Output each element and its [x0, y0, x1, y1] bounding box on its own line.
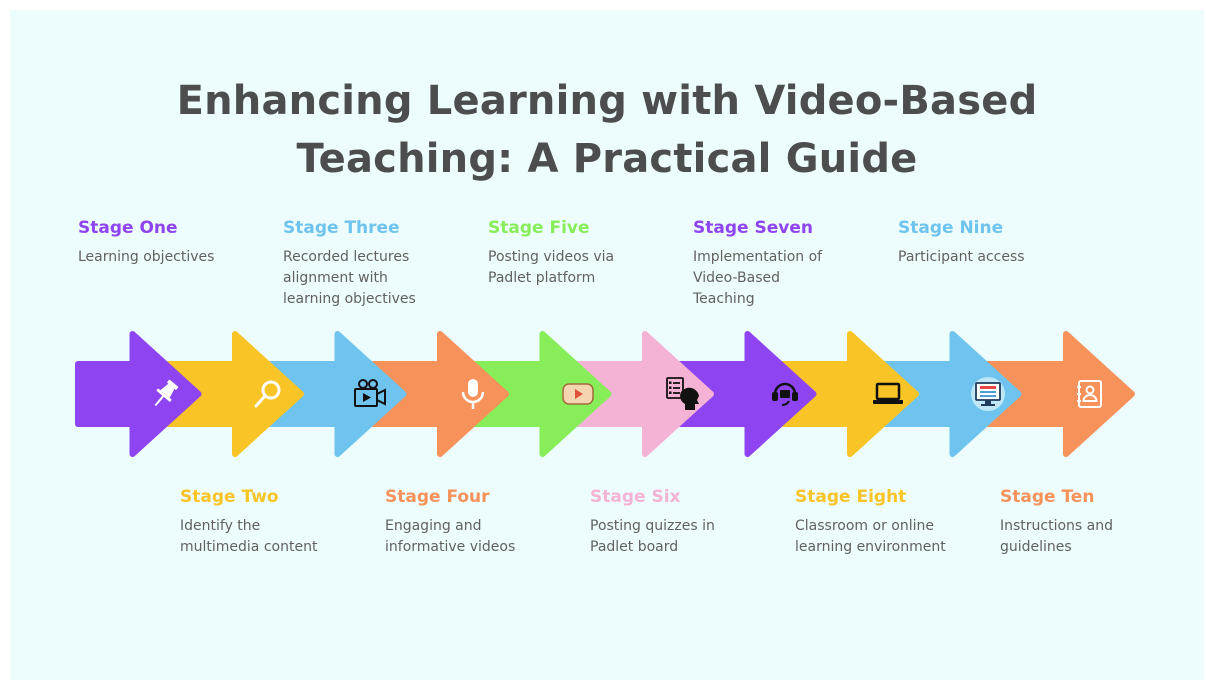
stage-name: Stage Three: [283, 218, 400, 238]
stage-ten-arrow: [977, 331, 1135, 457]
microphone-icon: [461, 379, 485, 409]
page-title: Enhancing Learning with Video-Based Teac…: [10, 72, 1204, 188]
stage-two-label: Stage Two Identify the multimedia conten…: [180, 486, 330, 558]
stage-two-arrow: [157, 331, 304, 457]
stage-eight-label: Stage Eight Classroom or online learning…: [795, 486, 955, 558]
stage-six-label: Stage Six Posting quizzes in Padlet boar…: [590, 486, 740, 558]
stage-desc: Recorded lectures alignment with learnin…: [283, 249, 416, 307]
stage-ten-label: Stage Ten Instructions and guidelines: [1000, 486, 1150, 558]
stage-eight-arrow: [772, 331, 919, 457]
stage-desc: Identify the multimedia content: [180, 518, 318, 555]
stage-desc: Engaging and informative videos: [385, 518, 516, 555]
stage-four-label: Stage Four Engaging and informative vide…: [385, 486, 535, 558]
arrow-timeline: [75, 331, 1135, 457]
stage-six-arrow: [567, 331, 714, 457]
stage-seven-arrow: [670, 331, 817, 457]
title-line-1: Enhancing Learning with Video-Based: [176, 78, 1038, 124]
pushpin-icon: [154, 379, 179, 407]
stage-one-arrow: [75, 331, 202, 457]
stage-five-label: Stage Five Posting videos via Padlet pla…: [488, 217, 628, 289]
stage-name: Stage One: [78, 218, 178, 238]
headset-icon: [772, 382, 798, 406]
stage-name: Stage Seven: [693, 218, 813, 238]
stage-name: Stage Ten: [1000, 487, 1095, 507]
stage-name: Stage Two: [180, 487, 279, 507]
stage-nine-arrow: [875, 331, 1022, 457]
stage-nine-label: Stage Nine Participant access: [898, 217, 1088, 268]
video-camera-icon: [354, 379, 386, 407]
stage-desc: Implementation of Video-Based Teaching: [693, 249, 823, 307]
stage-one-label: Stage One Learning objectives: [78, 217, 268, 268]
stage-name: Stage Nine: [898, 218, 1004, 238]
stage-three-label: Stage Three Recorded lectures alignment …: [283, 217, 423, 310]
title-line-2: Teaching: A Practical Guide: [296, 136, 918, 182]
stage-seven-label: Stage Seven Implementation of Video-Base…: [693, 217, 833, 310]
play-button-icon: [562, 383, 594, 405]
stage-name: Stage Five: [488, 218, 590, 238]
laptop-icon: [873, 382, 903, 404]
stage-desc: Classroom or online learning environment: [795, 518, 946, 555]
stage-desc: Learning objectives: [78, 249, 215, 265]
quiz-head-icon: [666, 377, 699, 410]
stage-five-arrow: [465, 331, 612, 457]
stage-four-arrow: [362, 331, 509, 457]
stage-name: Stage Four: [385, 487, 490, 507]
stage-three-arrow: [260, 331, 407, 457]
stage-desc: Posting quizzes in Padlet board: [590, 518, 715, 555]
stage-desc: Posting videos via Padlet platform: [488, 249, 615, 286]
stage-name: Stage Eight: [795, 487, 907, 507]
infographic-canvas: Enhancing Learning with Video-Based Teac…: [10, 10, 1204, 680]
stage-desc: Instructions and guidelines: [1000, 518, 1114, 555]
stage-desc: Participant access: [898, 249, 1025, 265]
login-screen-icon: [971, 377, 1005, 411]
contact-book-icon: [1077, 380, 1102, 408]
stage-name: Stage Six: [590, 487, 681, 507]
magnifier-icon: [254, 380, 281, 408]
